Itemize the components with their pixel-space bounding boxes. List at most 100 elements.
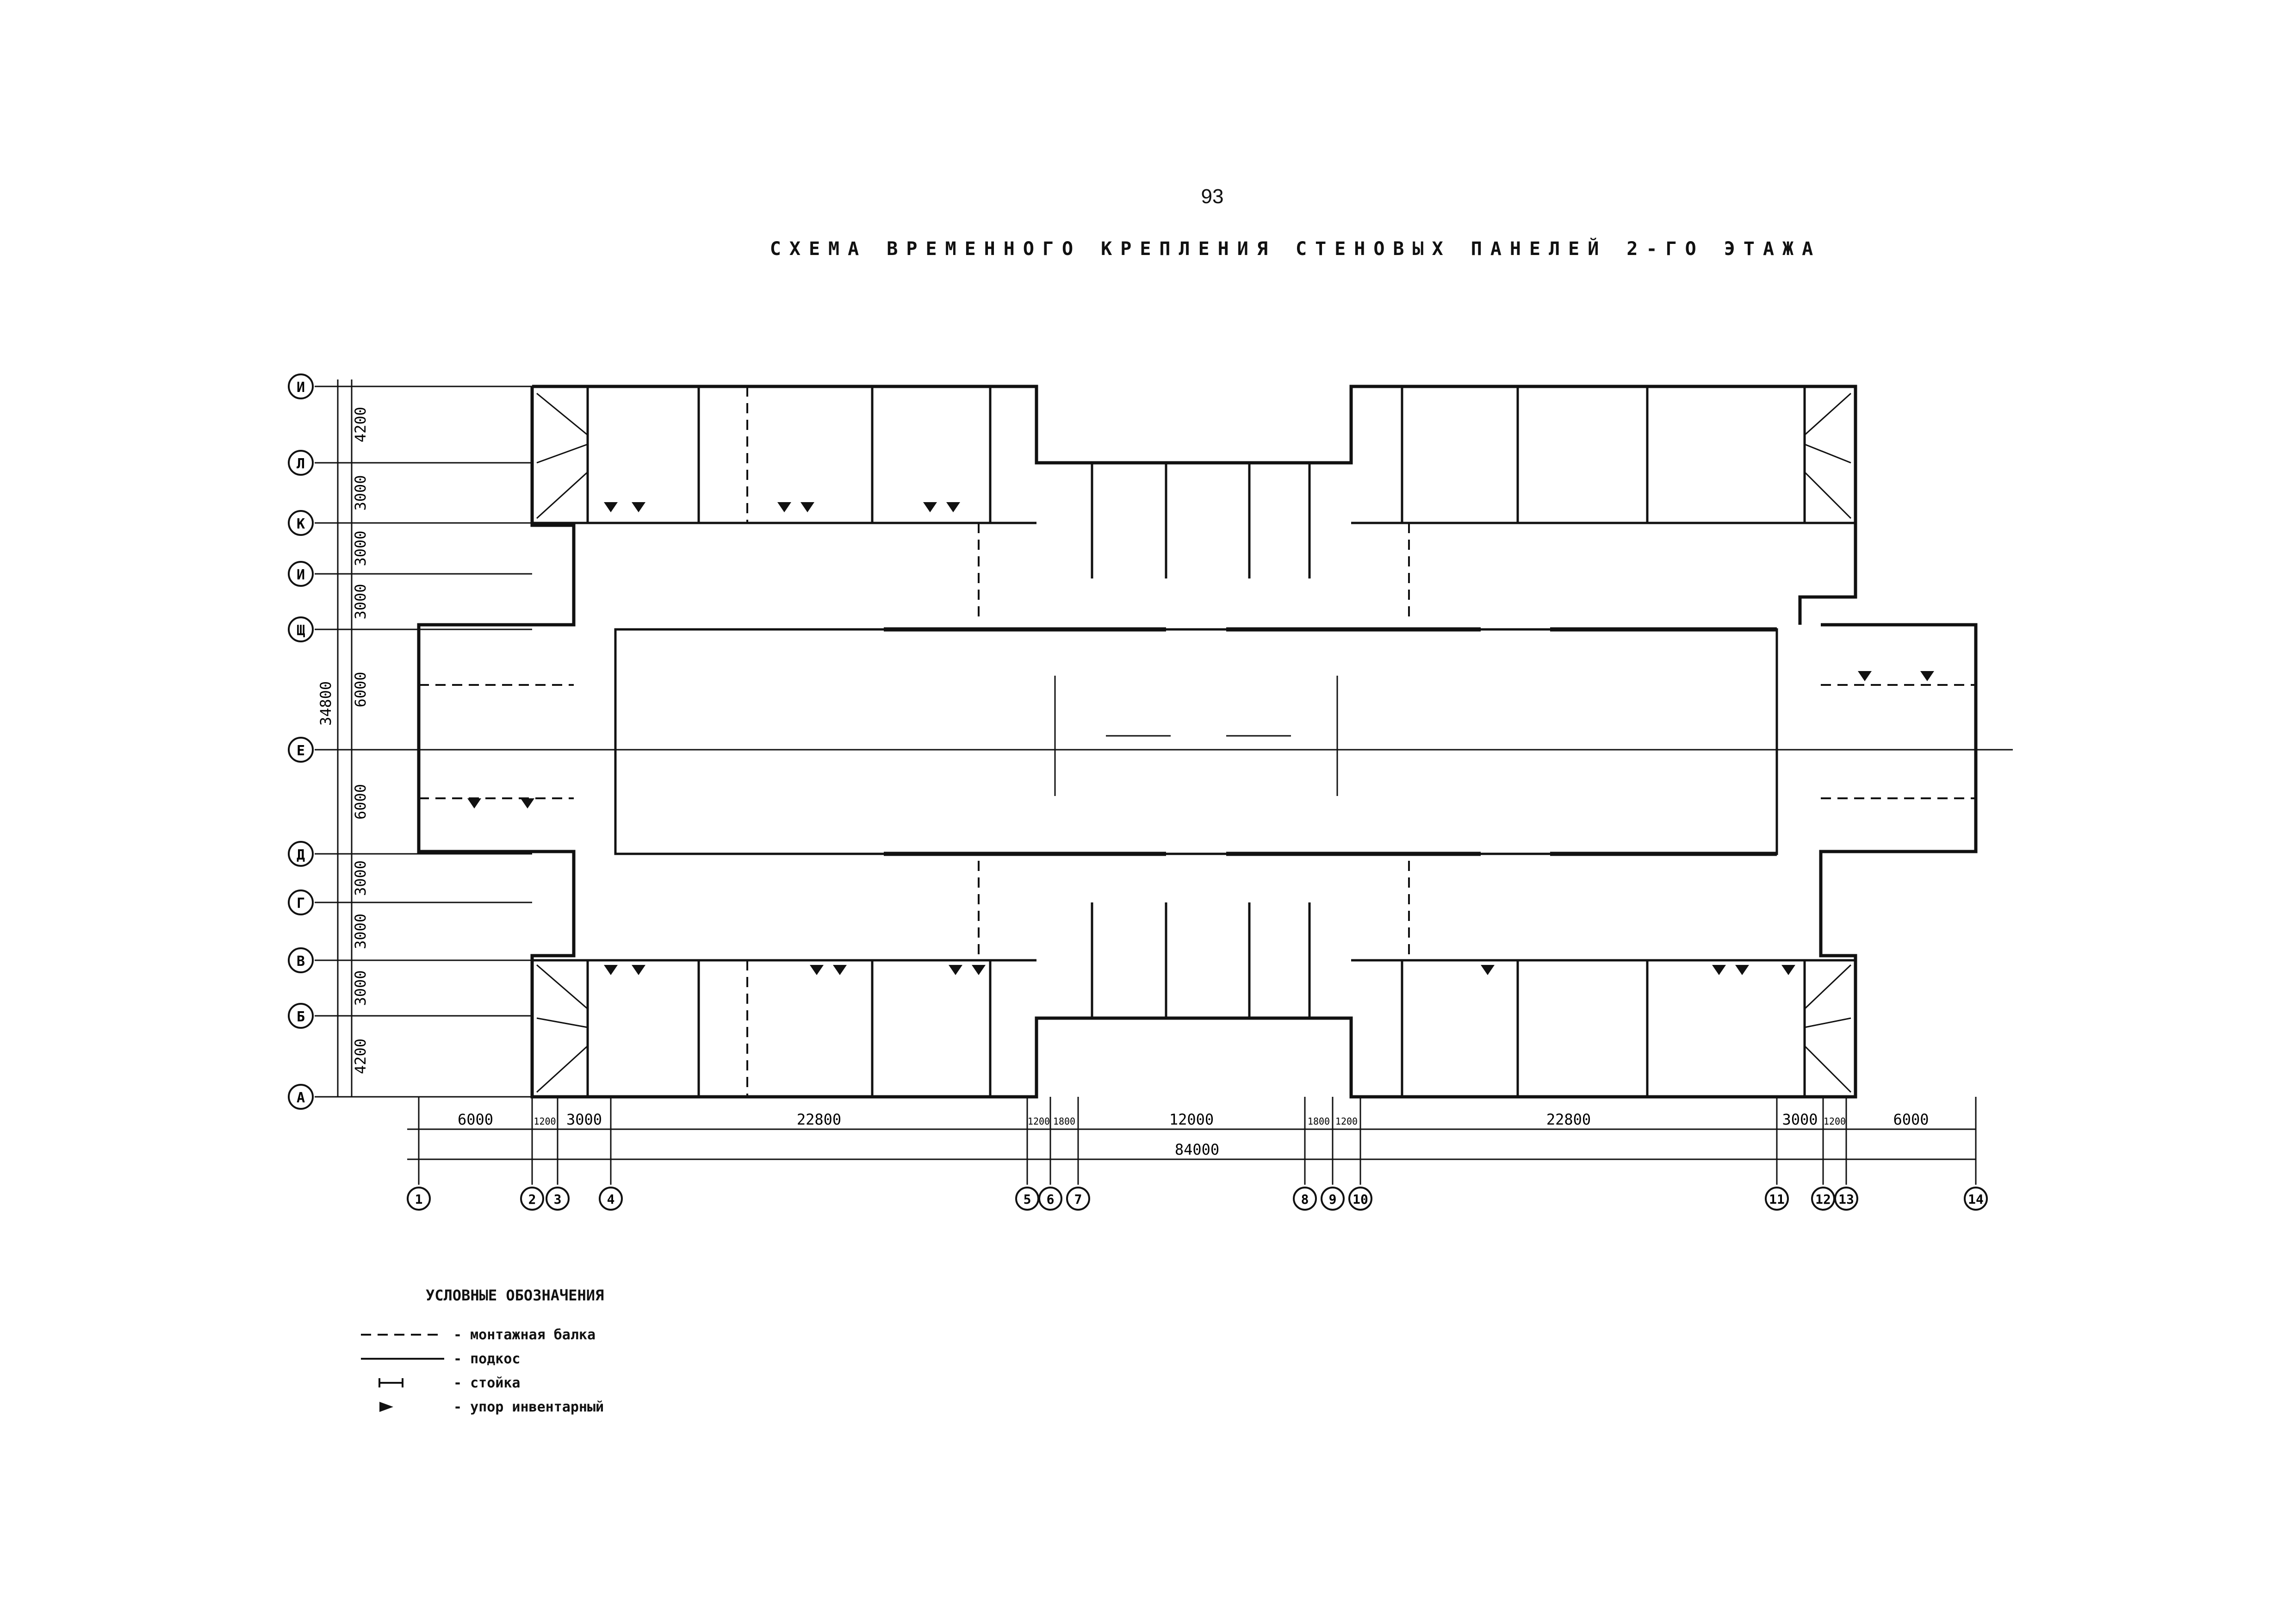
row-axis-label: Щ	[297, 622, 305, 639]
stop-wing-left	[467, 798, 534, 808]
column-axis-label: 3	[554, 1192, 562, 1207]
column-axis-bubble	[1964, 1187, 1988, 1211]
row-axis-label: Е	[297, 743, 305, 759]
column-axis-label: 11	[1769, 1192, 1785, 1207]
row-axis-label: Г	[297, 895, 305, 912]
column-dim-label: 1800	[1053, 1116, 1075, 1127]
column-dim-label: 6000	[1893, 1111, 1929, 1128]
solid-line-icon	[361, 1352, 453, 1366]
stop-bottom-right	[1481, 965, 1795, 975]
partition-bottom-left	[586, 960, 992, 1097]
row-dim-label: 3000	[352, 584, 369, 619]
row-dim-label: 4200	[352, 1038, 369, 1074]
row-axis-bubble	[288, 1003, 314, 1029]
row-axis-bubble	[288, 1084, 314, 1110]
mounting-beams	[419, 386, 1976, 1097]
column-dim-label: 6000	[458, 1111, 493, 1128]
partition-center-bottom	[1091, 902, 1311, 1018]
row-dim-label: 6000	[352, 672, 369, 707]
building-walls	[417, 385, 1978, 1099]
row-axis-bubble	[288, 947, 314, 973]
legend-item-stop: - упор инвентарный	[361, 1395, 604, 1419]
column-dim-label: 12000	[1169, 1111, 1214, 1128]
overall-width-label: 84000	[1175, 1141, 1219, 1158]
brace-right-bottom	[1804, 964, 1852, 1093]
brace-center-mid	[1054, 676, 1338, 796]
column-axis-bubble	[1293, 1187, 1317, 1211]
brace-left-bottom	[536, 964, 589, 1093]
column-axis-label: 14	[1968, 1192, 1984, 1207]
row-axis-label: В	[297, 953, 305, 970]
row-axis-label: И	[297, 567, 305, 583]
column-dim-label: 1200	[1824, 1116, 1846, 1127]
column-axis-label: 4	[607, 1192, 615, 1207]
room-partitions	[586, 386, 1806, 1097]
row-axis-bubble	[288, 616, 314, 642]
column-axis-bubble	[407, 1187, 431, 1211]
overall-height-label: 34800	[317, 681, 335, 726]
stop-icon	[361, 1400, 453, 1414]
column-axis-bubble	[1348, 1187, 1372, 1211]
row-dim-label: 3000	[352, 914, 369, 949]
dashed-line-icon	[361, 1328, 453, 1342]
legend-title: УСЛОВНЫЕ ОБОЗНАЧЕНИЯ	[426, 1287, 604, 1304]
column-dim-label: 3000	[566, 1111, 602, 1128]
legend-item-brace: - подкос	[361, 1347, 604, 1371]
column-axis-label: 10	[1353, 1192, 1368, 1207]
legend-label: - упор инвентарный	[453, 1399, 604, 1415]
partition-bottom-right	[1401, 960, 1806, 1097]
row-axis-label: Д	[297, 847, 305, 863]
row-axis-label: Л	[297, 456, 305, 472]
column-dim-label: 3000	[1782, 1111, 1818, 1128]
column-axis-bubble	[1066, 1187, 1090, 1211]
row-axes: И Л К И Щ Е Д Г В Б А 4200 3000 3000 3000 6000 6000 3000 3…	[288, 373, 532, 1110]
partition-top-left	[586, 386, 992, 523]
column-dim-label: 1200	[1335, 1116, 1358, 1127]
legend-item-beam: - монтажная балка	[361, 1323, 604, 1347]
column-axis-bubble	[520, 1187, 544, 1211]
stop-wing-right	[1858, 671, 1934, 681]
column-axis-label: 9	[1329, 1192, 1337, 1207]
column-axis-label: 5	[1024, 1192, 1031, 1207]
row-axis-bubble	[288, 841, 314, 867]
row-dim-label: 6000	[352, 784, 369, 820]
row-axis-bubble	[288, 737, 314, 763]
page-number: 93	[1201, 185, 1224, 208]
column-axis-bubble	[599, 1187, 623, 1211]
row-axis-bubble	[288, 561, 314, 587]
column-axis-label: 6	[1047, 1192, 1055, 1207]
post-icon	[361, 1376, 453, 1390]
column-axis-bubble	[1321, 1187, 1345, 1211]
row-axis-label: Б	[297, 1009, 305, 1025]
row-axis-label: А	[297, 1090, 305, 1106]
column-axis-label: 8	[1301, 1192, 1309, 1207]
legend-label: - монтажная балка	[453, 1326, 596, 1343]
column-dim-label: 22800	[797, 1111, 841, 1128]
column-axis-label: 2	[528, 1192, 536, 1207]
drawing-title: СХЕМА ВРЕМЕННОГО КРЕПЛЕНИЯ СТЕНОВЫХ ПАНЕ…	[769, 238, 1822, 260]
legend-item-post: - стойка	[361, 1371, 604, 1395]
partition-top-right	[1401, 386, 1806, 523]
column-axis-label: 12	[1815, 1192, 1831, 1207]
stop-top-left	[604, 502, 960, 512]
row-axis-bubble	[288, 889, 314, 915]
row-dim-label: 3000	[352, 475, 369, 510]
row-axis-label: К	[297, 516, 305, 532]
row-dim-label: 3000	[352, 860, 369, 896]
beam-vertical-top	[746, 386, 1648, 620]
column-axis-bubble	[546, 1187, 570, 1211]
braces	[361, 392, 2013, 1093]
wall-core-rect	[614, 628, 1778, 855]
partition-center-top	[1091, 463, 1311, 578]
column-axis-label: 13	[1838, 1192, 1854, 1207]
row-axis-label: И	[297, 379, 305, 396]
beam-vertical-bottom	[746, 861, 1648, 1097]
column-dim-label: 1800	[1308, 1116, 1330, 1127]
column-dim-label: 22800	[1546, 1111, 1591, 1128]
column-dim-label: 1200	[1028, 1116, 1050, 1127]
column-dim-label: 1200	[534, 1116, 556, 1127]
column-axis-label: 7	[1074, 1192, 1082, 1207]
